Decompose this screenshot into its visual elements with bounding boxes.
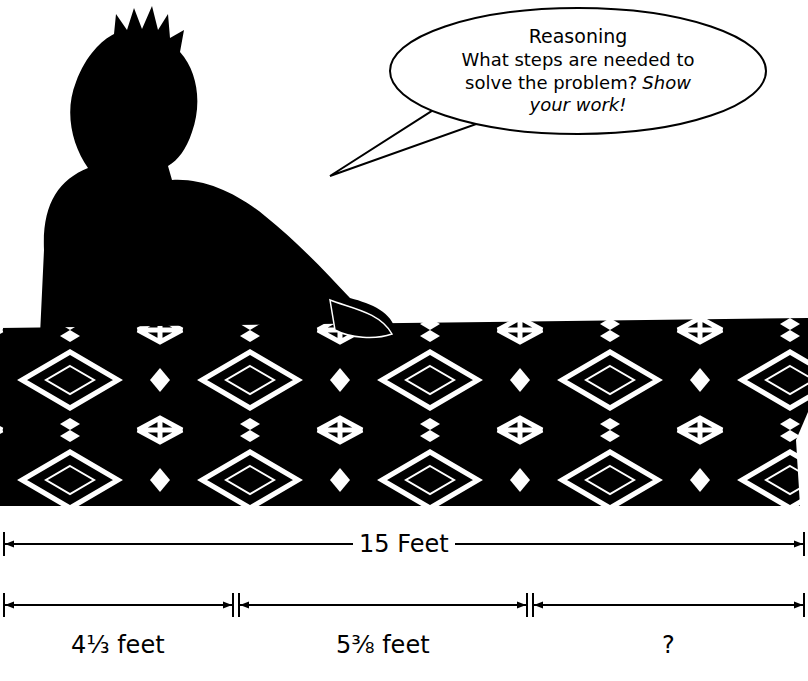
speech-bubble: ReasoningWhat steps are needed to solve … (388, 6, 768, 136)
rug (0, 318, 808, 506)
hand (330, 300, 392, 337)
unknown-dimension: ? (656, 631, 681, 660)
bubble-heading: Reasoning (450, 25, 706, 49)
rug-corner (796, 412, 808, 506)
segment-dimension: 5⅜ feet (330, 631, 436, 660)
segment-dimension: 4⅓ feet (65, 631, 171, 660)
total-dimension: 15 Feet (353, 530, 455, 559)
